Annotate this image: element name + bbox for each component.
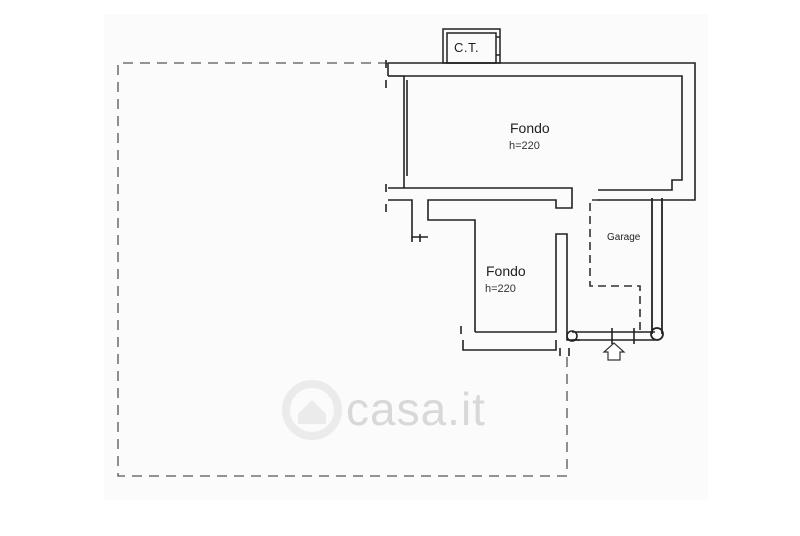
room-upper-height: h=220 <box>509 140 540 152</box>
watermark-text: casa.it <box>346 383 486 435</box>
watermark-logo-icon <box>282 380 342 440</box>
garage-label: Garage <box>607 232 641 243</box>
room-lower-height: h=220 <box>485 283 516 295</box>
yard-outline <box>117 62 568 477</box>
garage-door <box>650 198 664 341</box>
room-lower-name: Fondo <box>486 263 526 279</box>
entrance-arrow-icon <box>602 342 626 361</box>
walls <box>385 60 696 356</box>
room-upper-name: Fondo <box>510 120 550 136</box>
garage-outline <box>589 199 641 332</box>
boiler-room-label: C.T. <box>454 40 480 55</box>
